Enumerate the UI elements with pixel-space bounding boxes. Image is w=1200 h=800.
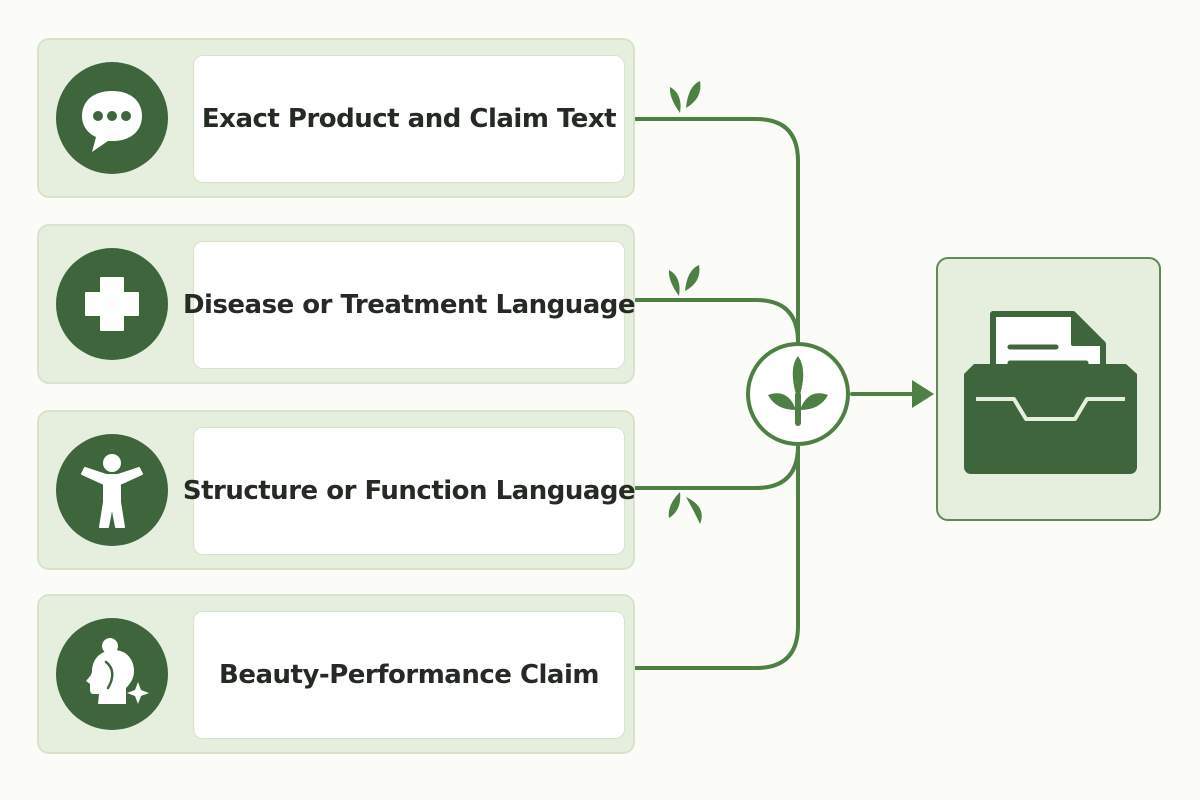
output-box bbox=[936, 257, 1161, 521]
sprout-icon bbox=[768, 356, 828, 426]
leaf-sprig-2 bbox=[668, 265, 700, 296]
category-card-exact-product: Exact Product and Claim Text bbox=[37, 38, 635, 198]
category-label-box: Disease or Treatment Language bbox=[183, 241, 636, 369]
category-label: Exact Product and Claim Text bbox=[201, 104, 617, 134]
arrow-head bbox=[912, 380, 934, 408]
human-figure-icon-circle bbox=[56, 434, 168, 546]
category-label-box: Beauty-Performance Claim bbox=[193, 611, 625, 739]
category-card-structure-function: Structure or Function Language bbox=[37, 410, 636, 570]
category-card-beauty-performance: Beauty-Performance Claim bbox=[37, 594, 635, 754]
category-label: Disease or Treatment Language bbox=[182, 290, 636, 320]
connector-line-1 bbox=[634, 117, 800, 354]
document-inbox-icon bbox=[964, 311, 1137, 474]
face-sparkle-icon bbox=[86, 638, 149, 704]
category-label-box: Structure or Function Language bbox=[183, 427, 636, 555]
category-label-box: Exact Product and Claim Text bbox=[193, 55, 625, 183]
medical-cross-icon-circle bbox=[56, 248, 168, 360]
connector-line-2 bbox=[634, 298, 800, 354]
speech-bubble-icon-circle bbox=[56, 62, 168, 174]
medical-cross-icon bbox=[85, 277, 139, 331]
category-card-disease-treatment: Disease or Treatment Language bbox=[37, 224, 636, 384]
leaf-sprig-3 bbox=[668, 492, 702, 524]
category-label: Beauty-Performance Claim bbox=[219, 660, 599, 690]
connector-line-3 bbox=[634, 434, 800, 490]
leaf-sprig-1 bbox=[669, 81, 701, 113]
face-sparkle-icon-circle bbox=[56, 618, 168, 730]
speech-bubble-icon bbox=[82, 91, 142, 152]
human-figure-icon bbox=[81, 454, 143, 528]
connector-line-4 bbox=[634, 434, 800, 670]
category-label: Structure or Function Language bbox=[182, 476, 636, 506]
